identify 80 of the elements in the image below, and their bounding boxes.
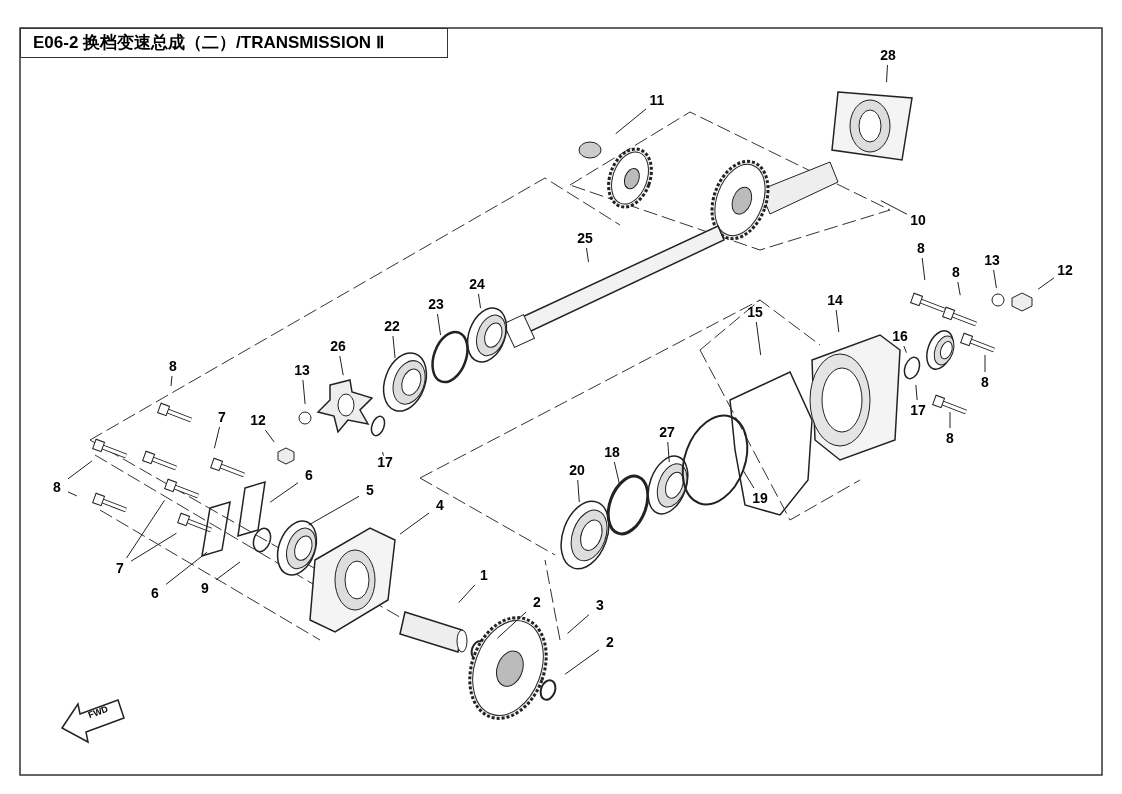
leader-line (949, 411, 951, 429)
callout-number: 18 (601, 442, 623, 462)
leader-line (213, 426, 221, 449)
callout-number: 6 (298, 465, 320, 485)
leader-line (308, 495, 360, 526)
leader-line (755, 321, 762, 356)
leader-line (170, 375, 173, 387)
callout-number: 28 (877, 45, 899, 65)
callout-number: 4 (429, 495, 451, 515)
leader-line (269, 482, 299, 503)
leader-line (496, 611, 527, 639)
leader-line (302, 379, 306, 405)
callout-number: 16 (889, 326, 911, 346)
leader-line (215, 561, 241, 581)
callout-number: 20 (566, 460, 588, 480)
callout-number: 19 (749, 488, 771, 508)
leader-line (477, 293, 482, 309)
leader-line (957, 281, 961, 296)
direction-label: FWD (87, 704, 110, 721)
callout-number: 8 (46, 477, 68, 497)
callout-number: 8 (162, 356, 184, 376)
callout-number: 25 (574, 228, 596, 248)
callout-number: 14 (824, 290, 846, 310)
leader-line (984, 354, 986, 373)
leader-line (567, 614, 590, 634)
callout-number: 8 (945, 262, 967, 282)
leader-line (577, 479, 580, 503)
leader-line (835, 309, 840, 333)
leader-line (458, 584, 476, 604)
callout-number: 17 (374, 452, 396, 472)
callout-number: 3 (589, 595, 611, 615)
leader-line (880, 200, 908, 215)
leader-line (67, 491, 78, 497)
callout-number: 26 (327, 336, 349, 356)
callout-number: 8 (974, 372, 996, 392)
leader-line (564, 649, 600, 675)
leader-line (615, 108, 647, 135)
leader-line (67, 460, 93, 480)
leader-line (915, 384, 918, 401)
callout-number: 7 (211, 407, 233, 427)
callout-number: 12 (247, 410, 269, 430)
leader-line (339, 355, 344, 376)
callout-number: 11 (646, 90, 668, 110)
callout-number: 8 (910, 238, 932, 258)
leader-line (585, 247, 590, 263)
leader-line (667, 441, 670, 463)
diagram-title: E06-2 换档变速总成（二）/TRANSMISSION Ⅱ (33, 32, 384, 55)
leader-line (130, 532, 177, 562)
leader-line (903, 345, 907, 354)
callout-number: 13 (291, 360, 313, 380)
callout-number: 13 (981, 250, 1003, 270)
leader-line (399, 512, 430, 535)
callout-number: 1 (473, 565, 495, 585)
leader-line (742, 470, 755, 489)
leader-line (436, 313, 442, 336)
leader-line (1037, 277, 1055, 290)
callout-number: 17 (907, 400, 929, 420)
callout-number: 27 (656, 422, 678, 442)
callout-number: 7 (109, 558, 131, 578)
callout-number: 5 (359, 480, 381, 500)
leader-line (993, 269, 997, 289)
leader-line (126, 499, 165, 559)
leader-line (165, 551, 208, 585)
callout-number: 12 (1054, 260, 1076, 280)
callout-number: 6 (144, 583, 166, 603)
callout-number: 15 (744, 302, 766, 322)
callout-number: 8 (939, 428, 961, 448)
callout-number: 10 (907, 210, 929, 230)
leader-line (392, 335, 396, 359)
callout-number: 24 (466, 274, 488, 294)
callout-number: 2 (526, 592, 548, 612)
leader-line (382, 451, 384, 457)
leader-line (613, 461, 621, 486)
leader-line (886, 64, 888, 83)
callout-number: 23 (425, 294, 447, 314)
callout-number: 22 (381, 316, 403, 336)
leader-line (264, 429, 275, 443)
callout-number: 9 (194, 578, 216, 598)
callout-number: 2 (599, 632, 621, 652)
leader-line (921, 257, 926, 281)
